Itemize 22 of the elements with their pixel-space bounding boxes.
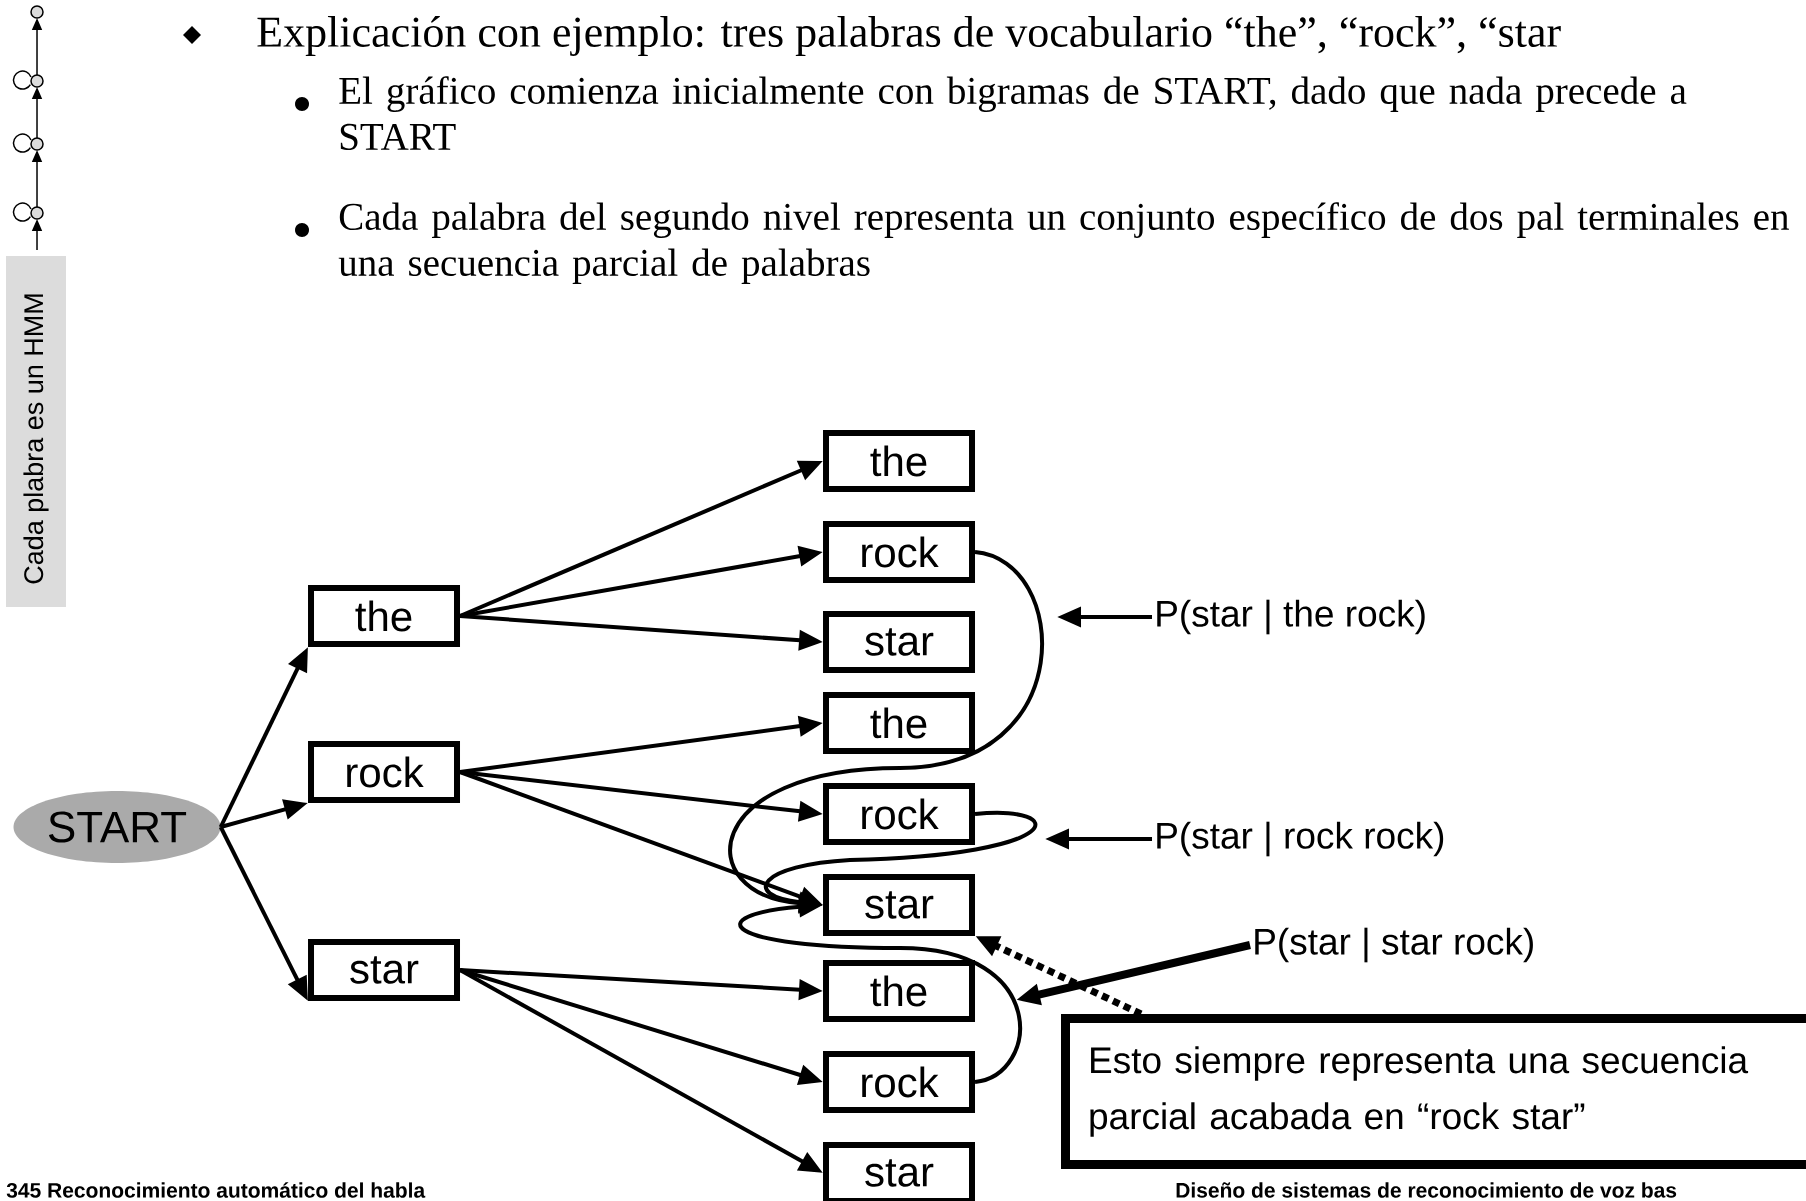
word-box: star xyxy=(823,611,975,673)
word-box: rock xyxy=(823,1051,975,1113)
probability-label: P(star | star rock) xyxy=(1255,927,1533,963)
bullet-text: Cada palabra del segundo nivel representa un conjunto específico de dos pal terminales en una secuencia parcial de palabras xyxy=(338,202,1789,284)
word-box: rock xyxy=(823,521,975,583)
curved-arrow xyxy=(739,896,1022,1084)
heading-text: Explicación con ejemplo: tres palabras de vocabulario “the”, “rock”, “star xyxy=(257,16,1561,56)
side-band: Cada plabra es un HMM xyxy=(6,256,66,607)
word-box: the xyxy=(823,960,975,1022)
word-box: the xyxy=(308,585,460,647)
word-box: star xyxy=(823,1142,975,1201)
word-box: rock xyxy=(823,783,975,845)
word-box: star xyxy=(308,939,460,1001)
probability-label: P(star | rock rock) xyxy=(1157,821,1444,857)
word-box: the xyxy=(823,692,975,754)
bullet-text: El gráfico comienza inicialmente con bigramas de START, dado que nada precede a START xyxy=(339,76,1687,151)
footer-text: 345 Reconocimiento automático del habla xyxy=(6,1182,426,1198)
word-box: rock xyxy=(308,741,460,803)
word-box: star xyxy=(823,874,975,936)
word-box: the xyxy=(823,430,975,492)
note-box: Esto siempre representa una secuencia parcial acabada en “rock star” xyxy=(1061,1014,1806,1169)
probability-label: P(star | the rock) xyxy=(1157,599,1425,635)
